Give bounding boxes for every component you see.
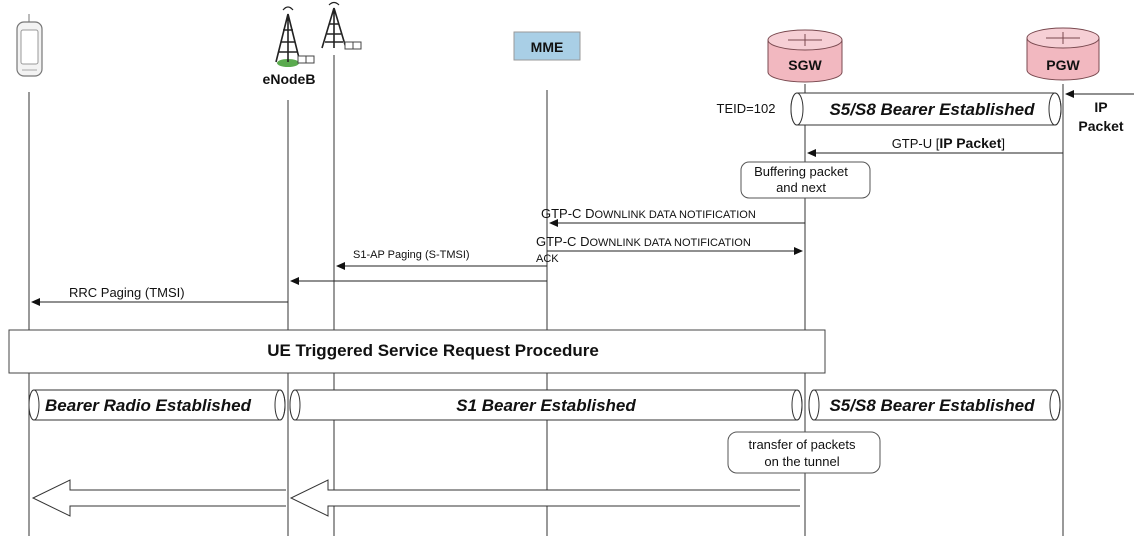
s1ap-paging-label: S1-AP Paging (S-TMSI) xyxy=(353,249,470,261)
router-icon xyxy=(1026,27,1100,81)
buffering-note xyxy=(740,161,871,199)
transfer-note xyxy=(727,431,881,474)
gtpu-label: GTP-U [IP Packet] xyxy=(892,135,1005,151)
tunnel-top-label: S5/S8 Bearer Established xyxy=(829,100,1035,119)
pgw-label: PGW xyxy=(1046,57,1080,73)
teid-label: TEID=102 xyxy=(717,101,776,116)
ip-packet-line1: IP xyxy=(1094,99,1107,115)
ddn-ack-label: GTP-C DOWNLINK DATA NOTIFICATION xyxy=(536,234,751,249)
ddn-ack-ack: ACK xyxy=(536,253,559,265)
radio-bearer-label: Bearer Radio Established xyxy=(45,396,252,415)
radio-bearer-tunnel xyxy=(28,389,286,421)
sgw-label: SGW xyxy=(788,57,822,73)
mme-label: MME xyxy=(531,39,564,55)
s1-bearer-tunnel xyxy=(289,389,803,421)
s5s8-bearer-label: S5/S8 Bearer Established xyxy=(829,396,1035,415)
lifelines xyxy=(28,55,1064,536)
s1-bearer-label: S1 Bearer Established xyxy=(456,396,636,415)
rrc-paging-label: RRC Paging (TMSI) xyxy=(69,285,185,300)
data-arrow-enodeb-to-ue xyxy=(31,479,286,517)
transfer-line1: transfer of packets xyxy=(749,437,856,452)
procedure-label: UE Triggered Service Request Procedure xyxy=(267,341,599,360)
data-arrow-sgw-to-enodeb xyxy=(289,479,800,517)
antenna-icon xyxy=(275,6,315,67)
buffering-line1: Buffering packet xyxy=(754,164,848,179)
antenna-icon xyxy=(321,1,362,50)
phone-icon xyxy=(16,14,43,77)
router-icon xyxy=(767,29,843,83)
s5s8-bearer-tunnel xyxy=(808,389,1061,421)
s5s8-tunnel-top xyxy=(790,92,1062,126)
ip-packet-line2: Packet xyxy=(1078,118,1123,134)
mme-box xyxy=(513,31,581,61)
enodeb-label: eNodeB xyxy=(263,71,316,87)
buffering-line2: and next xyxy=(776,180,826,195)
procedure-box xyxy=(8,329,826,374)
transfer-line2: on the tunnel xyxy=(764,454,839,469)
ddn-label: GTP-C DOWNLINK DATA NOTIFICATION xyxy=(541,206,756,221)
